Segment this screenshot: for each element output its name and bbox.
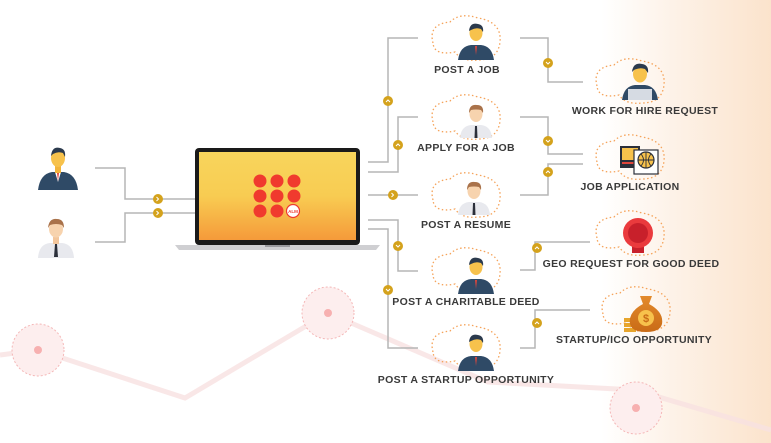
action-node-post-a-resume[interactable] — [431, 172, 501, 218]
connector-knobs — [153, 58, 553, 328]
outcome-label-startup-ico-opportunity: STARTUP/ICO OPPORTUNITY — [555, 334, 713, 346]
outcome-label-job-application: JOB APPLICATION — [580, 181, 680, 193]
chevron-down-icon — [543, 58, 553, 68]
action-node-post-a-charitable-deed[interactable] — [431, 247, 501, 294]
chevron-up-icon — [393, 140, 403, 150]
action-label-post-a-resume: POST A RESUME — [420, 219, 512, 231]
chevron-down-icon — [543, 136, 553, 146]
action-node-apply-for-a-job[interactable] — [431, 94, 501, 140]
chevron-up-icon — [532, 243, 542, 253]
svg-text:$: $ — [643, 313, 649, 325]
action-label-post-a-startup-opportunity: POST A STARTUP OPPORTUNITY — [377, 374, 555, 386]
outcome-node-geo-request-for-good-deed[interactable] — [595, 210, 665, 256]
employee-icon — [460, 104, 492, 138]
outcome-node-work-for-hire-request[interactable] — [595, 58, 665, 104]
chevron-up-icon — [532, 318, 542, 328]
outcome-label-geo-request-for-good-deed: GEO REQUEST FOR GOOD DEED — [542, 258, 720, 270]
chevron-right-icon — [388, 190, 398, 200]
outcome-node-job-application[interactable] — [595, 134, 665, 180]
action-node-post-a-startup-opportunity[interactable] — [431, 324, 501, 371]
chevron-right-icon — [153, 208, 163, 218]
background-trend-line — [0, 286, 771, 435]
action-label-apply-for-a-job: APPLY FOR A JOB — [417, 142, 515, 154]
action-node-post-a-job[interactable] — [431, 15, 501, 61]
businessman-icon — [458, 23, 494, 60]
employee-icon — [38, 218, 74, 258]
employee-icon — [458, 181, 490, 215]
laptop: ALM — [175, 148, 380, 250]
chevron-down-icon — [393, 241, 403, 251]
chevron-right-icon — [153, 194, 163, 204]
chevron-down-icon — [383, 285, 393, 295]
businessman-icon — [38, 147, 78, 190]
outcome-label-work-for-hire-request: WORK FOR HIRE REQUEST — [571, 105, 719, 117]
award-badge-icon — [623, 218, 653, 253]
money-bag-icon: $ — [624, 296, 663, 332]
action-label-post-a-charitable-deed: POST A CHARITABLE DEED — [392, 296, 540, 308]
document-globe-icon — [620, 146, 659, 175]
outcome-node-startup-ico-opportunity[interactable]: $ — [601, 286, 671, 332]
businessman-icon — [458, 257, 494, 294]
chevron-up-icon — [383, 96, 393, 106]
svg-text:ALM: ALM — [288, 209, 298, 214]
chevron-up-icon — [543, 167, 553, 177]
action-label-post-a-job: POST A JOB — [434, 64, 500, 76]
businessman-icon — [458, 334, 494, 371]
worker-laptop-icon — [622, 63, 658, 100]
alm-logo: ALM — [253, 174, 301, 219]
